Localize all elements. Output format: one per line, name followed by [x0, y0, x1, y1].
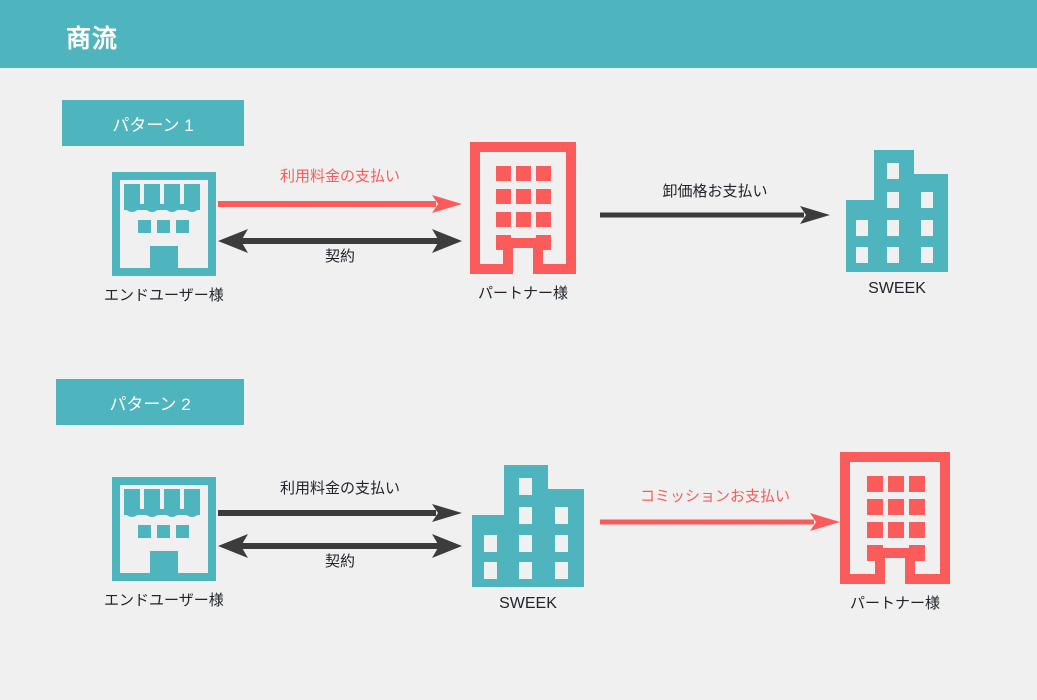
node-end-user-1[interactable]: エンドユーザー様	[104, 172, 224, 305]
arrow-commission-payment	[600, 512, 840, 532]
storefront-icon	[111, 477, 216, 581]
header-bar	[0, 0, 1037, 68]
office-building-icon	[840, 452, 950, 584]
arrow-fee-payment-2	[218, 503, 462, 523]
arrow-fee-payment-1	[218, 194, 462, 214]
city-building-icon	[846, 150, 948, 272]
node-partner-1[interactable]: パートナー様	[470, 142, 576, 303]
node-sweek-1[interactable]: SWEEK	[846, 150, 948, 298]
city-building-icon	[472, 465, 584, 587]
arrow-label-contract-1: 契約	[324, 248, 355, 265]
arrow-contract-2	[218, 533, 462, 559]
node-label-sweek-2: SWEEK	[499, 595, 557, 612]
office-building-icon	[470, 142, 576, 274]
pattern-1-chip: パターン 1	[62, 100, 244, 146]
arrow-label-wholesale-payment: 卸価格お支払い	[662, 183, 768, 200]
arrow-label-contract-2: 契約	[324, 553, 355, 570]
pattern-2-chip: パターン 2	[56, 379, 244, 425]
arrow-label-fee-payment-2: 利用料金の支払い	[279, 480, 400, 497]
storefront-icon	[111, 172, 216, 276]
node-partner-2[interactable]: パートナー様	[840, 452, 950, 613]
node-label-end-user-2: エンドユーザー様	[104, 592, 224, 609]
node-label-end-user-1: エンドユーザー様	[104, 287, 224, 304]
node-end-user-2[interactable]: エンドユーザー様	[104, 477, 224, 610]
arrow-label-fee-payment-1: 利用料金の支払い	[279, 168, 400, 185]
arrow-contract-1	[218, 228, 462, 254]
node-label-partner-2: パートナー様	[849, 595, 940, 612]
node-label-partner-1: パートナー様	[477, 285, 568, 302]
arrow-wholesale-payment	[600, 205, 830, 225]
page-title: 商流	[66, 25, 119, 53]
arrow-label-commission-payment: コミッションお支払い	[639, 488, 790, 505]
node-sweek-2[interactable]: SWEEK	[472, 465, 584, 613]
node-label-sweek-1: SWEEK	[868, 280, 926, 297]
